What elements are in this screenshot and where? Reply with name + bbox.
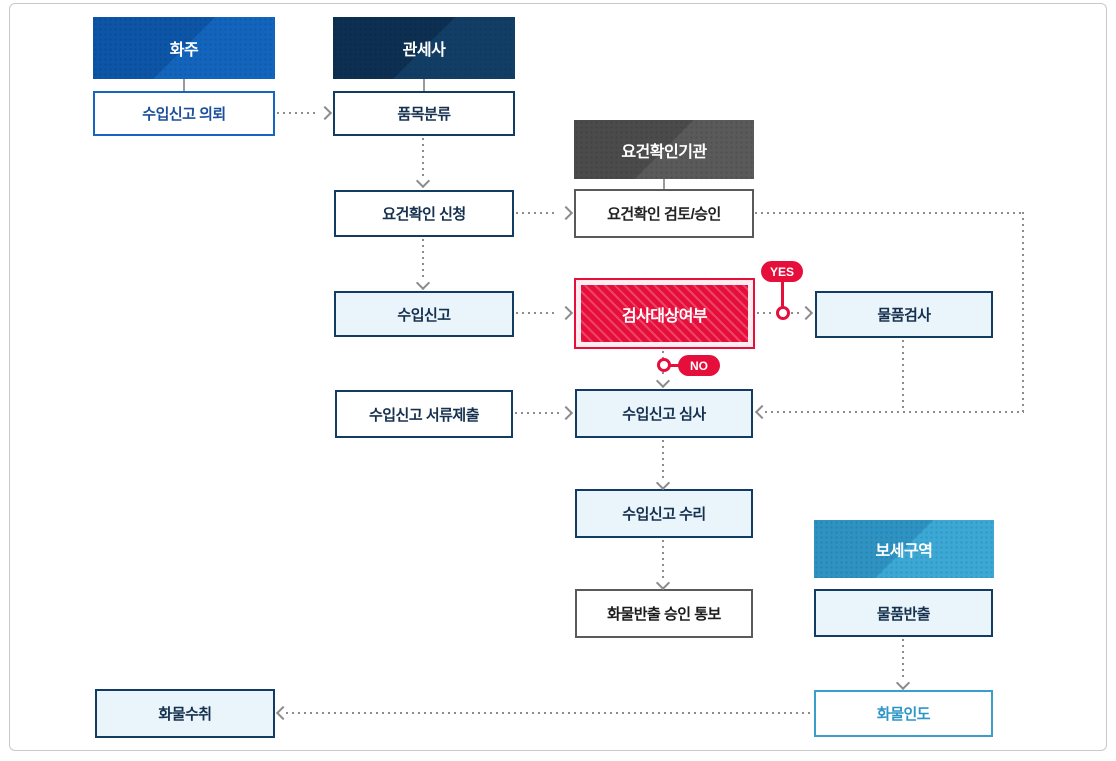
no-badge: NO [678, 355, 720, 376]
arrow-request-to-classification-line [277, 112, 319, 114]
arrow-delivery-to-receipt-line [286, 712, 814, 714]
box-import-declaration: 수입신고 [334, 291, 514, 337]
no-branch-node [657, 358, 671, 372]
no-badge-label: NO [690, 358, 708, 373]
yes-badge-label: YES [769, 264, 794, 279]
no-badge-connector [670, 364, 680, 367]
arrow-acceptance-to-notification-line [662, 540, 664, 580]
box-item-classification-label: 품목분류 [397, 106, 451, 123]
arrow-no-branch-line-a [662, 351, 664, 359]
box-import-declaration-request-label: 수입신고 의뢰 [142, 106, 226, 123]
header-shipper: 화주 [93, 17, 275, 79]
box-cargo-delivery: 화물인도 [814, 690, 993, 737]
box-inspection-target-decision-label: 검사대상여부 [621, 307, 708, 325]
route-approval-down-line [1022, 212, 1024, 413]
arrow-documents-to-review-line [515, 412, 559, 414]
box-goods-release: 물품반출 [814, 589, 993, 637]
box-requirement-check-application: 요건확인 신청 [334, 190, 514, 237]
box-inspection-target-decision: 검사대상여부 [574, 278, 755, 349]
connector-customs-broker-stub [423, 79, 425, 91]
header-customs-broker: 관세사 [333, 17, 515, 79]
page-border [9, 3, 1107, 751]
box-goods-release-label: 물품반출 [876, 605, 931, 623]
arrow-review-to-acceptance-line [662, 440, 664, 480]
arrow-yes-branch-line-a [757, 312, 774, 314]
box-import-declaration-acceptance-label: 수입신고 수리 [622, 506, 706, 523]
box-import-declaration-review: 수입신고 심사 [575, 389, 753, 438]
route-approval-to-review-line [765, 411, 1024, 413]
box-import-declaration-document-submission: 수입신고 서류제출 [335, 390, 513, 438]
header-requirement-agency: 요건확인기관 [574, 120, 754, 179]
arrow-release-to-delivery-line [902, 639, 904, 680]
box-goods-inspection-label: 물품검사 [877, 307, 931, 324]
arrow-declaration-to-inspection-decision-line [516, 312, 558, 314]
yes-badge: YES [761, 261, 803, 282]
box-requirement-check-review-approval: 요건확인 검토/승인 [574, 189, 754, 238]
route-inspection-down-line [902, 340, 904, 411]
box-import-declaration-label: 수입신고 [397, 306, 451, 324]
yes-branch-node [776, 306, 790, 320]
box-cargo-delivery-label: 화물인도 [876, 706, 931, 723]
box-item-classification: 품목분류 [333, 91, 515, 136]
header-bonded-area: 보세구역 [814, 520, 994, 578]
connector-shipper-stub [183, 79, 185, 91]
box-inspection-target-decision-inner: 검사대상여부 [581, 285, 748, 342]
box-requirement-check-application-label: 요건확인 신청 [382, 206, 466, 223]
box-cargo-receipt: 화물수취 [95, 689, 275, 738]
header-customs-broker-label: 관세사 [402, 42, 446, 59]
arrow-application-to-review-line [516, 212, 558, 214]
arrow-classification-to-application-line [422, 138, 424, 178]
box-cargo-receipt-label: 화물수취 [158, 706, 212, 723]
box-import-declaration-request: 수입신고 의뢰 [93, 91, 275, 136]
box-import-declaration-review-label: 수입신고 심사 [622, 406, 706, 423]
route-approval-right-line [755, 212, 1025, 214]
connector-requirement-agency-stub [663, 179, 665, 189]
arrow-no-branch-line-b [662, 372, 664, 378]
header-requirement-agency-label: 요건확인기관 [621, 143, 707, 161]
box-requirement-check-review-approval-label: 요건확인 검토/승인 [607, 206, 721, 223]
yes-badge-connector [781, 280, 784, 307]
box-goods-inspection: 물품검사 [815, 291, 993, 338]
box-cargo-release-approval-notification-label: 화물반출 승인 통보 [607, 606, 721, 623]
arrow-yes-branch-line-b [791, 312, 800, 314]
box-import-declaration-document-submission-label: 수입신고 서류제출 [368, 406, 480, 424]
header-shipper-label: 화주 [169, 42, 199, 59]
header-bonded-area-label: 보세구역 [875, 543, 933, 560]
box-import-declaration-acceptance: 수입신고 수리 [575, 489, 753, 538]
box-cargo-release-approval-notification: 화물반출 승인 통보 [575, 589, 753, 638]
arrow-application-to-declaration-line [422, 239, 424, 279]
